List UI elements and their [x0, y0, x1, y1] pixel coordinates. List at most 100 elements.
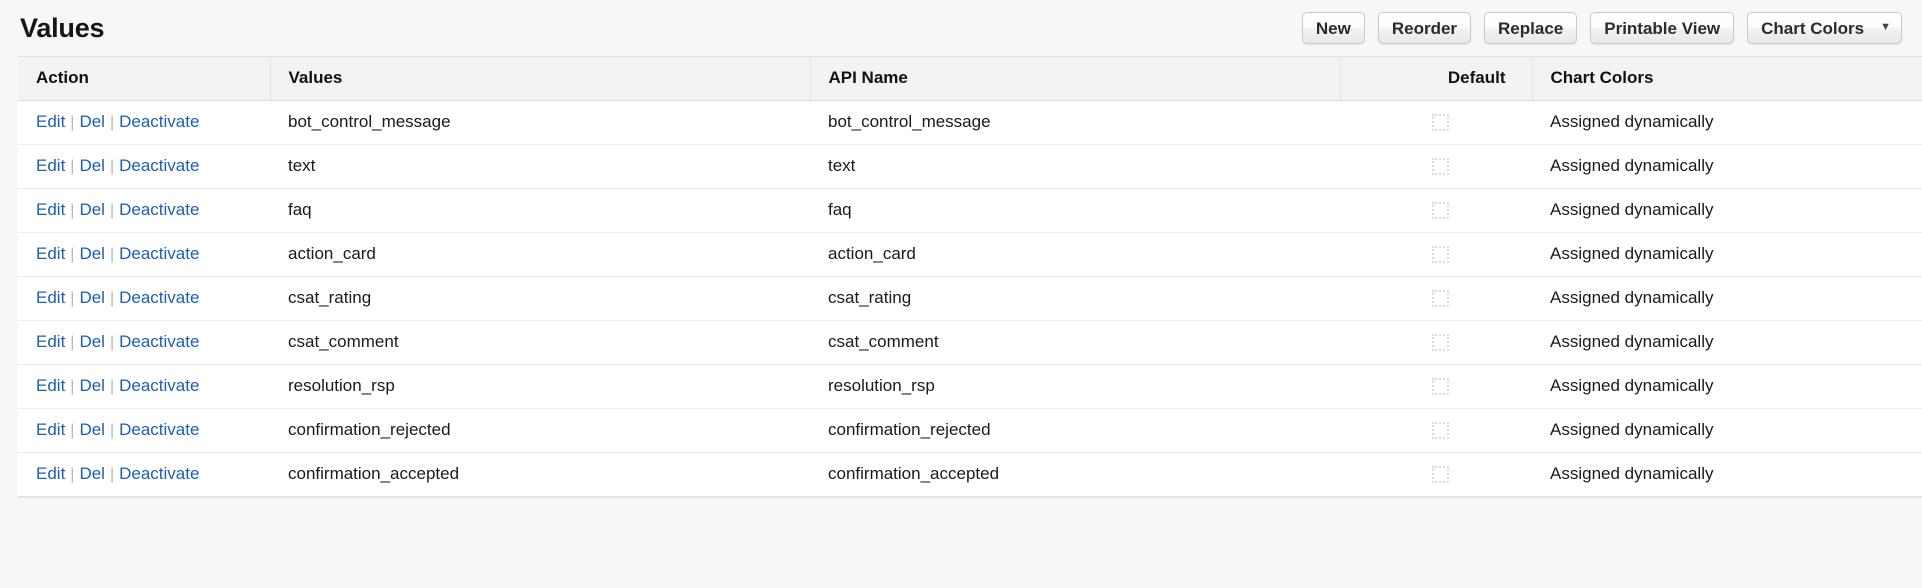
reorder-button[interactable]: Reorder: [1377, 12, 1472, 44]
edit-link[interactable]: Edit: [36, 419, 66, 439]
default-cell: [1340, 100, 1532, 145]
default-cell: [1340, 232, 1532, 277]
default-checkbox: [1431, 421, 1449, 439]
values-table-container: Action Values API Name Default Chart Col…: [18, 56, 1922, 497]
api-name-cell: confirmation_accepted: [810, 452, 1340, 497]
api-name-cell: text: [810, 144, 1340, 189]
delete-link[interactable]: Del: [79, 155, 105, 175]
chart-color-cell: Assigned dynamically: [1532, 276, 1922, 321]
row-actions-cell: Edit|Del|Deactivate: [18, 452, 270, 497]
chart-color-cell: Assigned dynamically: [1532, 364, 1922, 409]
default-cell: [1340, 320, 1532, 365]
default-cell: [1340, 276, 1532, 321]
chart-color-cell: Assigned dynamically: [1532, 188, 1922, 233]
delete-link[interactable]: Del: [79, 199, 105, 219]
delete-link[interactable]: Del: [79, 463, 105, 483]
chart-colors-menu-button[interactable]: Chart Colors ▼: [1747, 12, 1902, 44]
delete-link[interactable]: Del: [79, 243, 105, 263]
delete-link[interactable]: Del: [79, 331, 105, 351]
edit-link[interactable]: Edit: [36, 287, 66, 307]
page-header: Values New Reorder Replace Printable Vie…: [0, 0, 1922, 56]
column-header-action: Action: [18, 57, 271, 101]
edit-link[interactable]: Edit: [36, 463, 66, 483]
deactivate-link[interactable]: Deactivate: [119, 243, 200, 263]
action-separator: |: [109, 465, 115, 483]
api-name-cell: faq: [810, 188, 1340, 233]
chart-color-cell: Assigned dynamically: [1532, 100, 1922, 145]
row-actions-cell: Edit|Del|Deactivate: [18, 144, 270, 189]
api-name-cell: csat_rating: [810, 276, 1340, 321]
action-separator: |: [70, 289, 75, 307]
column-header-values: Values: [270, 57, 811, 101]
chart-color-cell: Assigned dynamically: [1532, 144, 1922, 189]
printable-view-button[interactable]: Printable View: [1590, 12, 1735, 44]
action-separator: |: [70, 377, 75, 395]
deactivate-link[interactable]: Deactivate: [119, 419, 200, 439]
row-actions-cell: Edit|Del|Deactivate: [18, 364, 270, 409]
edit-link[interactable]: Edit: [36, 331, 66, 351]
chart-color-cell: Assigned dynamically: [1532, 232, 1922, 277]
api-name-cell: bot_control_message: [810, 100, 1340, 145]
value-cell: bot_control_message: [270, 100, 810, 145]
action-separator: |: [109, 245, 115, 263]
delete-link[interactable]: Del: [79, 375, 105, 395]
default-cell: [1340, 188, 1532, 233]
new-button[interactable]: New: [1301, 12, 1365, 44]
column-header-default: Default: [1340, 57, 1533, 101]
row-actions-cell: Edit|Del|Deactivate: [18, 408, 270, 453]
edit-link[interactable]: Edit: [36, 243, 66, 263]
default-checkbox: [1431, 157, 1449, 175]
action-separator: |: [70, 113, 75, 131]
action-separator: |: [109, 421, 115, 439]
api-name-cell: csat_comment: [810, 320, 1340, 365]
deactivate-link[interactable]: Deactivate: [119, 331, 200, 351]
edit-link[interactable]: Edit: [36, 375, 66, 395]
deactivate-link[interactable]: Deactivate: [119, 375, 200, 395]
action-separator: |: [109, 113, 115, 131]
value-cell: csat_rating: [270, 276, 810, 321]
value-cell: faq: [270, 188, 810, 233]
action-separator: |: [70, 465, 75, 483]
default-checkbox: [1431, 377, 1449, 395]
value-cell: text: [270, 144, 810, 189]
default-checkbox: [1431, 289, 1449, 307]
api-name-cell: resolution_rsp: [810, 364, 1340, 409]
column-header-api-name: API Name: [810, 57, 1341, 101]
row-actions-cell: Edit|Del|Deactivate: [18, 276, 270, 321]
deactivate-link[interactable]: Deactivate: [119, 287, 200, 307]
replace-button[interactable]: Replace: [1484, 12, 1578, 44]
action-separator: |: [109, 289, 115, 307]
row-actions-cell: Edit|Del|Deactivate: [18, 100, 270, 145]
action-separator: |: [109, 201, 115, 219]
deactivate-link[interactable]: Deactivate: [119, 199, 200, 219]
deactivate-link[interactable]: Deactivate: [119, 463, 200, 483]
action-separator: |: [70, 201, 75, 219]
deactivate-link[interactable]: Deactivate: [119, 155, 200, 175]
value-cell: csat_comment: [270, 320, 810, 365]
table-header-row: Action Values API Name Default Chart Col…: [18, 57, 1922, 101]
delete-link[interactable]: Del: [79, 287, 105, 307]
edit-link[interactable]: Edit: [36, 111, 66, 131]
api-name-cell: confirmation_rejected: [810, 408, 1340, 453]
row-actions-cell: Edit|Del|Deactivate: [18, 188, 270, 233]
chart-color-cell: Assigned dynamically: [1532, 408, 1922, 453]
chart-color-cell: Assigned dynamically: [1532, 452, 1922, 497]
delete-link[interactable]: Del: [79, 419, 105, 439]
edit-link[interactable]: Edit: [36, 155, 66, 175]
chevron-down-icon: ▼: [1880, 20, 1891, 33]
delete-link[interactable]: Del: [79, 111, 105, 131]
toolbar: New Reorder Replace Printable View Chart…: [1301, 12, 1904, 44]
edit-link[interactable]: Edit: [36, 199, 66, 219]
deactivate-link[interactable]: Deactivate: [119, 111, 200, 131]
values-table: Action Values API Name Default Chart Col…: [18, 57, 1922, 497]
action-separator: |: [70, 157, 75, 175]
default-cell: [1340, 144, 1532, 189]
